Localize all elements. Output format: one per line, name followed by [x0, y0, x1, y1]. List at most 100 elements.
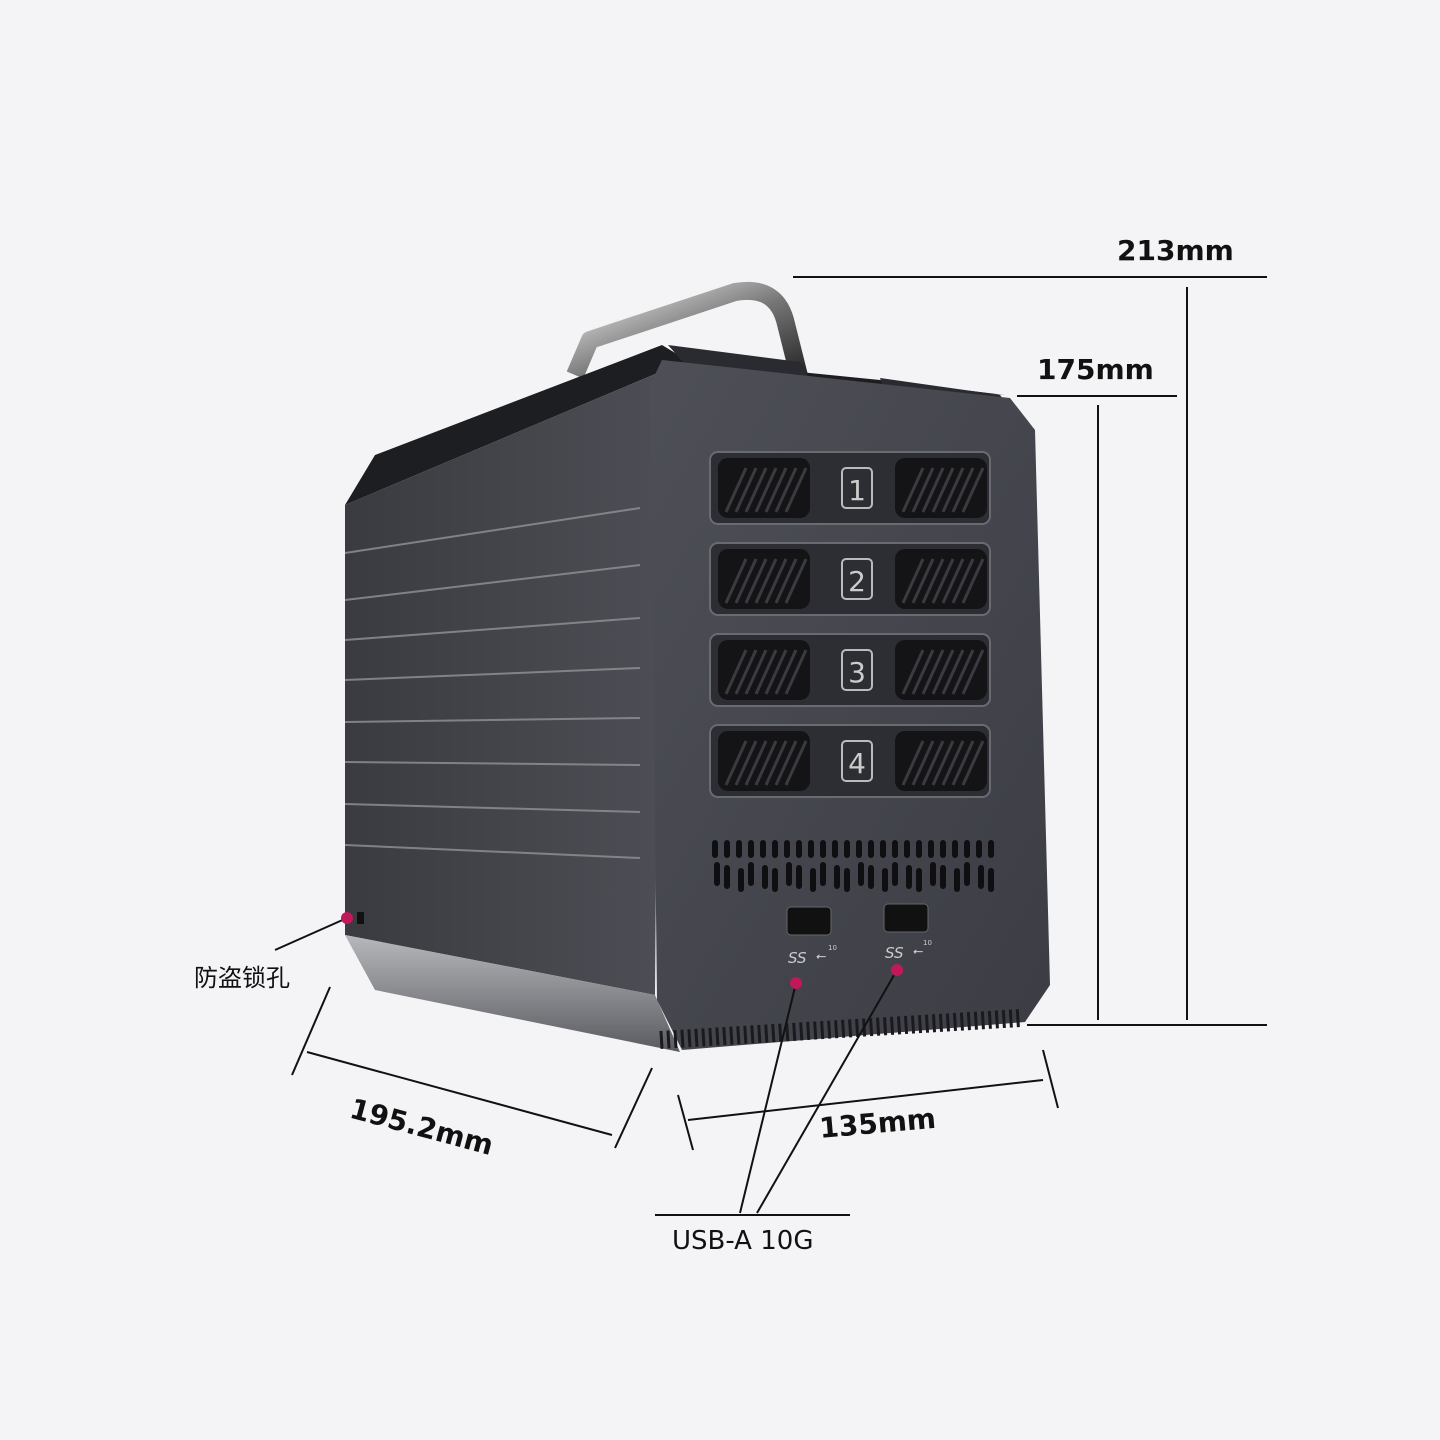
- vent-slot: [712, 840, 718, 858]
- usb-ports-label: USB-A 10G: [672, 1226, 814, 1256]
- vent-slot: [810, 868, 816, 892]
- usb-marking-2: SS ⭠ 10: [885, 939, 932, 962]
- latch-grip: [931, 467, 955, 513]
- usb-port-2[interactable]: [883, 903, 929, 933]
- vent-slot: [892, 862, 898, 886]
- latch-grip: [941, 740, 965, 786]
- side-bottom-chamfer: [345, 935, 680, 1052]
- latch-grip: [734, 558, 758, 604]
- latch-grip: [724, 558, 748, 604]
- vent-slot: [784, 840, 790, 858]
- latch-grip: [764, 558, 788, 604]
- latch-grip: [734, 467, 758, 513]
- usb-port-1[interactable]: [786, 906, 832, 936]
- dim-total-height-label: 213mm: [1117, 234, 1234, 267]
- latch-grip: [774, 649, 798, 695]
- bay-number: 1: [848, 474, 866, 507]
- usb-marking-1: SS ⭠ 10: [788, 944, 837, 967]
- vent-slot: [892, 840, 898, 858]
- latch-grip: [921, 649, 945, 695]
- latch-grip: [724, 740, 748, 786]
- latch-grip: [941, 649, 965, 695]
- latch-grip: [951, 558, 975, 604]
- svg-text:SS: SS: [788, 949, 807, 967]
- latch-grip: [754, 467, 778, 513]
- latch-grip: [961, 558, 985, 604]
- latch-grip: [734, 649, 758, 695]
- vent-slot: [882, 868, 888, 892]
- vent-slot: [738, 868, 744, 892]
- lock-leader-line: [274, 917, 348, 951]
- vent-slot: [868, 865, 874, 889]
- dim-width-tick-right: [1042, 1049, 1059, 1109]
- vent-slot: [762, 865, 768, 889]
- drive-bay[interactable]: 3: [709, 633, 991, 707]
- lock-hole-label: 防盗锁孔: [194, 964, 290, 992]
- latch-grip: [784, 649, 808, 695]
- dim-width-tick-left: [677, 1094, 694, 1151]
- dim-depth-tick-left: [291, 986, 331, 1076]
- latch-grip: [784, 558, 808, 604]
- vent-slot: [736, 840, 742, 858]
- vent-slot: [772, 840, 778, 858]
- vent-slot: [724, 840, 730, 858]
- usb-marker-2: [891, 964, 903, 976]
- vent-slot: [796, 865, 802, 889]
- latch-grip: [724, 649, 748, 695]
- latch-grip: [764, 467, 788, 513]
- vent-slot: [820, 840, 826, 858]
- latch-grip: [941, 558, 965, 604]
- latch-grip: [961, 649, 985, 695]
- vent-slot: [916, 840, 922, 858]
- latch-grip: [951, 649, 975, 695]
- vent-slot: [820, 862, 826, 886]
- usb-symbol-icon: ⭠: [815, 949, 826, 964]
- latch-grip: [911, 649, 935, 695]
- latch-grip: [744, 467, 768, 513]
- vent-slot: [964, 862, 970, 886]
- latch-grip: [921, 558, 945, 604]
- latch-grip: [784, 467, 808, 513]
- vent-slot: [834, 865, 840, 889]
- latch-grip: [744, 649, 768, 695]
- drive-bay[interactable]: 1: [709, 451, 991, 525]
- latch-grip: [744, 740, 768, 786]
- top-panel: [345, 345, 1005, 505]
- latch-grip: [724, 467, 748, 513]
- vent-slot: [796, 840, 802, 858]
- latch-grip: [754, 558, 778, 604]
- vent-slot: [940, 865, 946, 889]
- bay-number-box: [841, 740, 873, 782]
- latch-grip: [774, 558, 798, 604]
- svg-text:SS: SS: [885, 944, 904, 962]
- vent-slot: [844, 868, 850, 892]
- vent-slot: [906, 865, 912, 889]
- latch-grip: [911, 740, 935, 786]
- latch-grip: [931, 649, 955, 695]
- latch-grip: [951, 740, 975, 786]
- drive-bay[interactable]: 4: [709, 724, 991, 798]
- latch-grip: [764, 649, 788, 695]
- vent-slot: [858, 862, 864, 886]
- latch-grip: [764, 740, 788, 786]
- lock-marker: [341, 912, 353, 924]
- latch-grip: [961, 467, 985, 513]
- dim-width-line: [687, 1079, 1044, 1121]
- vent-slot: [954, 868, 960, 892]
- side-panel: [345, 372, 660, 995]
- vent-slot: [988, 868, 994, 892]
- vent-slot: [714, 862, 720, 886]
- latch-grip: [774, 740, 798, 786]
- latch-grip: [931, 558, 955, 604]
- latch-grip: [901, 467, 925, 513]
- vent-slot: [786, 862, 792, 886]
- bay-number-box: [841, 558, 873, 600]
- drive-bay[interactable]: 2: [709, 542, 991, 616]
- vent-slot: [964, 840, 970, 858]
- vent-slot: [832, 840, 838, 858]
- usb-leader-line-1: [739, 982, 797, 1214]
- vent-slot: [930, 862, 936, 886]
- vent-slot: [978, 865, 984, 889]
